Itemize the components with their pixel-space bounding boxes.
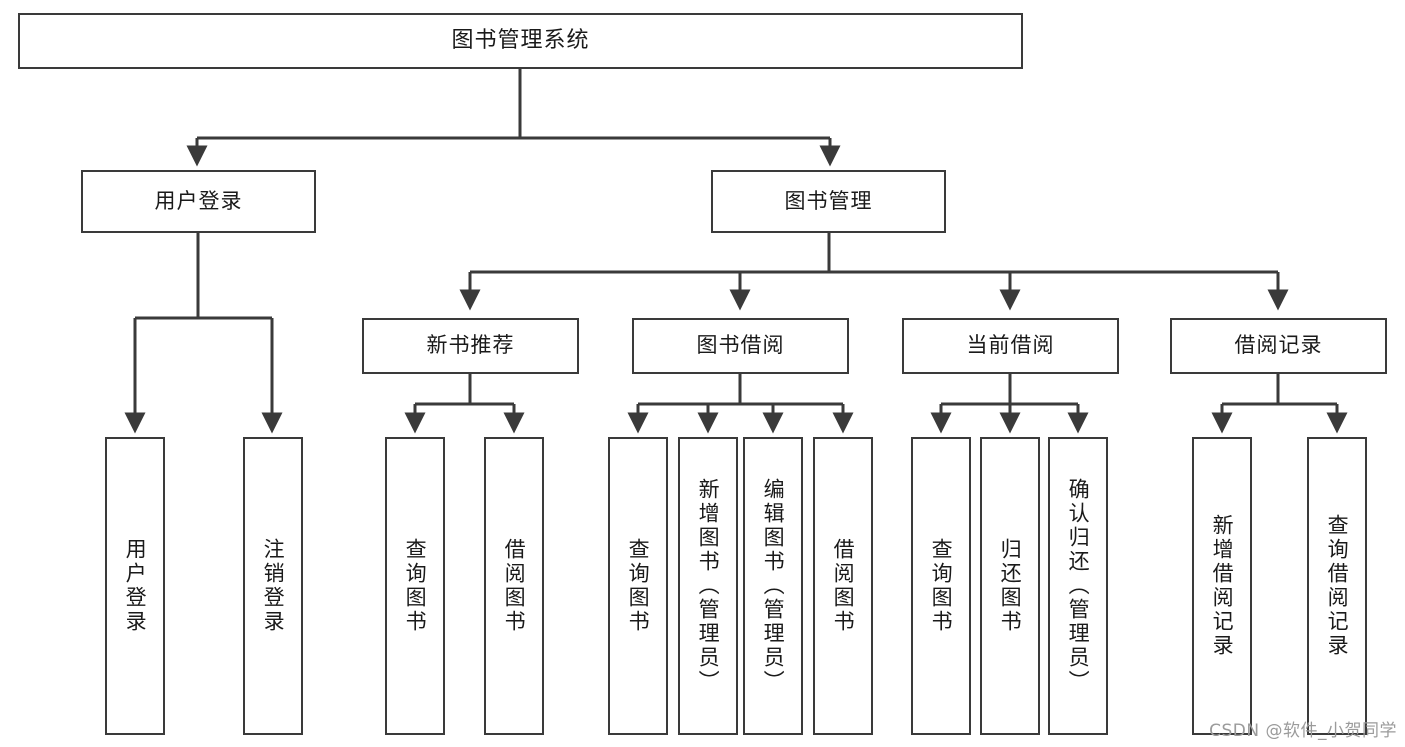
leaf-current-query-book[interactable]: 查询图书 [911, 437, 971, 735]
node-label: 查询图书 [929, 538, 954, 634]
node-book-borrow[interactable]: 图书借阅 [632, 318, 849, 374]
node-label: 图书借阅 [696, 333, 785, 358]
leaf-current-confirm-return-admin[interactable]: 确认归还（管理员） [1048, 437, 1108, 735]
node-label: 查询图书 [626, 538, 651, 634]
leaf-record-add-record[interactable]: 新增借阅记录 [1192, 437, 1252, 735]
node-label: 借阅图书 [502, 538, 527, 634]
node-new-book-recommend[interactable]: 新书推荐 [362, 318, 579, 374]
node-label: 编辑图书（管理员） [761, 478, 786, 694]
node-label: 确认归还（管理员） [1066, 478, 1091, 694]
node-label: 新增图书（管理员） [696, 478, 721, 694]
node-book-management[interactable]: 图书管理 [711, 170, 946, 233]
node-label: 查询图书 [403, 538, 428, 634]
node-label: 查询借阅记录 [1325, 514, 1350, 658]
node-label: 归还图书 [998, 538, 1023, 634]
leaf-borrow-borrow-book[interactable]: 借阅图书 [813, 437, 873, 735]
node-label: 用户登录 [154, 188, 243, 213]
node-book-management-system[interactable]: 图书管理系统 [18, 13, 1023, 69]
leaf-record-query-record[interactable]: 查询借阅记录 [1307, 437, 1367, 735]
node-label: 用户登录 [123, 538, 148, 634]
node-label: 注销登录 [261, 538, 286, 634]
node-borrow-record[interactable]: 借阅记录 [1170, 318, 1387, 374]
node-label: 当前借阅 [966, 333, 1055, 358]
node-user-login[interactable]: 用户登录 [81, 170, 316, 233]
leaf-new-book-query[interactable]: 查询图书 [385, 437, 445, 735]
node-label: 图书管理系统 [451, 27, 590, 53]
leaf-user-login-signout[interactable]: 注销登录 [243, 437, 303, 735]
node-label: 借阅图书 [831, 538, 856, 634]
leaf-new-book-borrow[interactable]: 借阅图书 [484, 437, 544, 735]
leaf-user-login-signin[interactable]: 用户登录 [105, 437, 165, 735]
node-label: 新增借阅记录 [1210, 514, 1235, 658]
leaf-current-return-book[interactable]: 归还图书 [980, 437, 1040, 735]
node-label: 图书管理 [784, 188, 873, 213]
node-label: 新书推荐 [426, 333, 515, 358]
leaf-borrow-edit-book-admin[interactable]: 编辑图书（管理员） [743, 437, 803, 735]
leaf-borrow-query-book[interactable]: 查询图书 [608, 437, 668, 735]
leaf-borrow-add-book-admin[interactable]: 新增图书（管理员） [678, 437, 738, 735]
node-label: 借阅记录 [1234, 333, 1323, 358]
node-current-borrow[interactable]: 当前借阅 [902, 318, 1119, 374]
csdn-watermark: CSDN @软件_小贺同学 [1209, 721, 1397, 741]
